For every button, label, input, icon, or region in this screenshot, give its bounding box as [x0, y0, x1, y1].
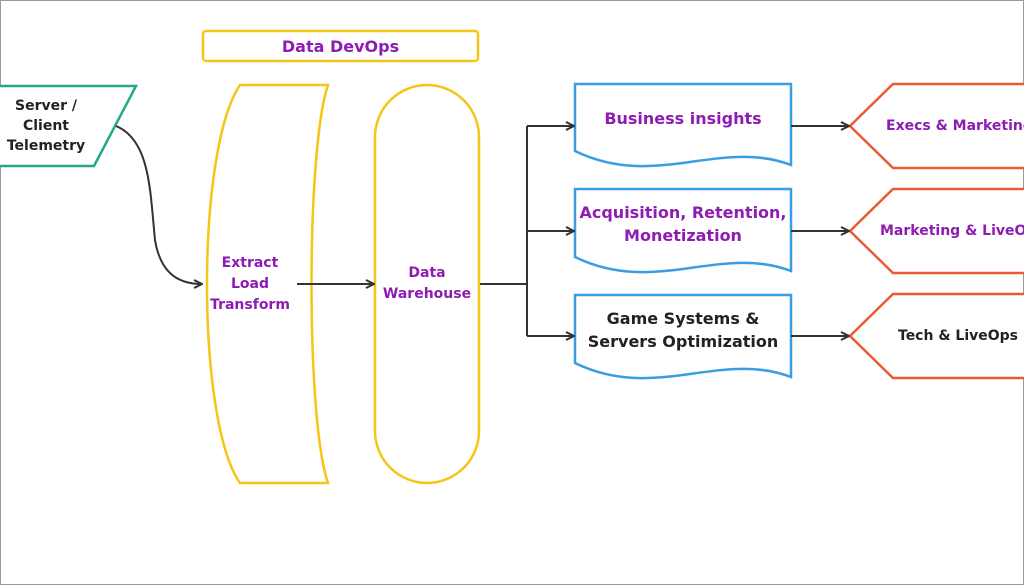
source-label: Server / Client Telemetry	[6, 98, 86, 154]
output-doc-2	[573, 187, 793, 274]
audience-shape-1	[848, 82, 1024, 170]
output-doc-1	[573, 82, 793, 168]
group-label: Data DevOps	[281, 36, 400, 56]
arrow-source-to-etl	[115, 125, 202, 284]
output-label-3: Game Systems & Servers Optimization	[587, 309, 779, 351]
warehouse-label: Data Warehouse	[382, 265, 472, 302]
audience-label-3: Tech & LiveOps	[898, 327, 1019, 344]
etl-shape	[205, 83, 330, 485]
audience-shape-3	[848, 292, 1024, 380]
output-doc-3	[573, 293, 793, 380]
audience-shape-2	[848, 187, 1024, 275]
etl-label: Extract Load Transform	[210, 254, 290, 313]
audience-label-2: Marketing & LiveOps	[880, 222, 1024, 239]
group-box	[201, 29, 480, 63]
output-label-1: Business insights	[604, 108, 762, 128]
output-label-2: Acquisition, Retention, Monetization	[579, 203, 787, 245]
audience-label-1: Execs & Marketing	[886, 117, 1024, 134]
source-shape	[0, 84, 139, 168]
warehouse-shape	[373, 83, 481, 485]
